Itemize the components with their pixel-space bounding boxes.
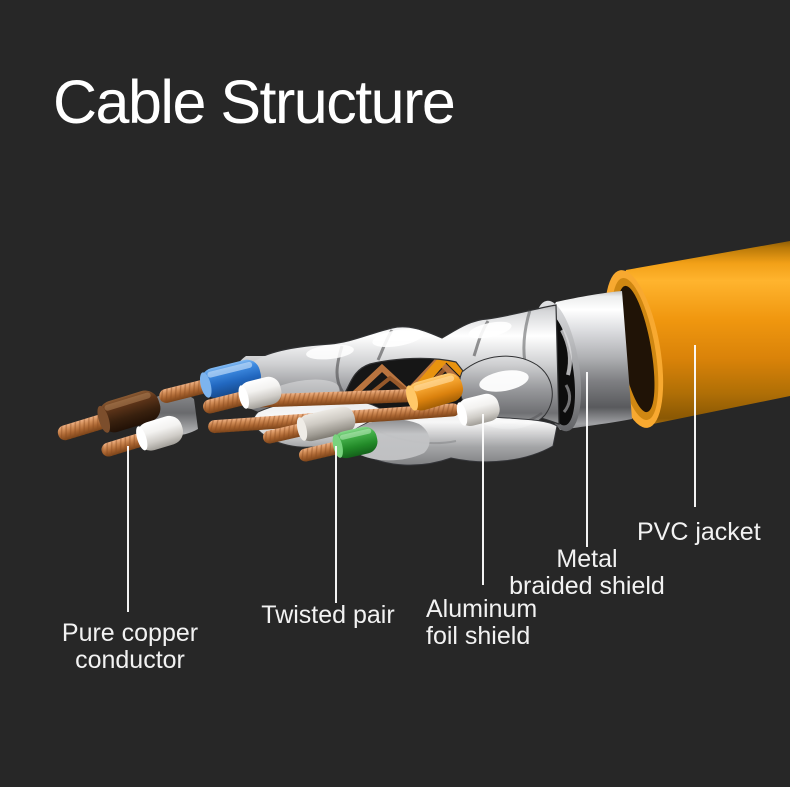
callout-text: foil shield bbox=[426, 622, 531, 650]
callout-text: Metal bbox=[556, 545, 618, 573]
callout-text: Twisted pair bbox=[261, 601, 395, 629]
callout-line-aluminum-foil-shield bbox=[482, 414, 484, 585]
callout-label-pure-copper-conductor: Pure copper conductor bbox=[28, 620, 232, 674]
callout-line-twisted-pair bbox=[335, 446, 337, 603]
copper-conductors-graphic bbox=[208, 389, 460, 434]
callout-text: Pure copper bbox=[61, 619, 199, 647]
callout-line-pvc-jacket bbox=[694, 345, 696, 507]
callout-label-metal-braided-shield: Metal braided shield bbox=[477, 546, 697, 600]
callout-line-pure-copper-conductor bbox=[127, 446, 129, 612]
page-title: Cable Structure bbox=[53, 68, 456, 136]
callout-label-twisted-pair: Twisted pair bbox=[228, 602, 428, 629]
callout-label-aluminum-foil-shield: Aluminum foil shield bbox=[426, 596, 537, 650]
callout-text: PVC jacket bbox=[637, 518, 761, 546]
callout-text: Aluminum bbox=[426, 595, 538, 623]
callout-text: conductor bbox=[75, 646, 185, 674]
wire-pairs-graphic bbox=[57, 359, 500, 462]
callout-line-metal-braided-shield bbox=[586, 372, 588, 547]
callout-label-pvc-jacket: PVC jacket bbox=[637, 519, 761, 546]
callout-text: braided shield bbox=[509, 572, 665, 600]
